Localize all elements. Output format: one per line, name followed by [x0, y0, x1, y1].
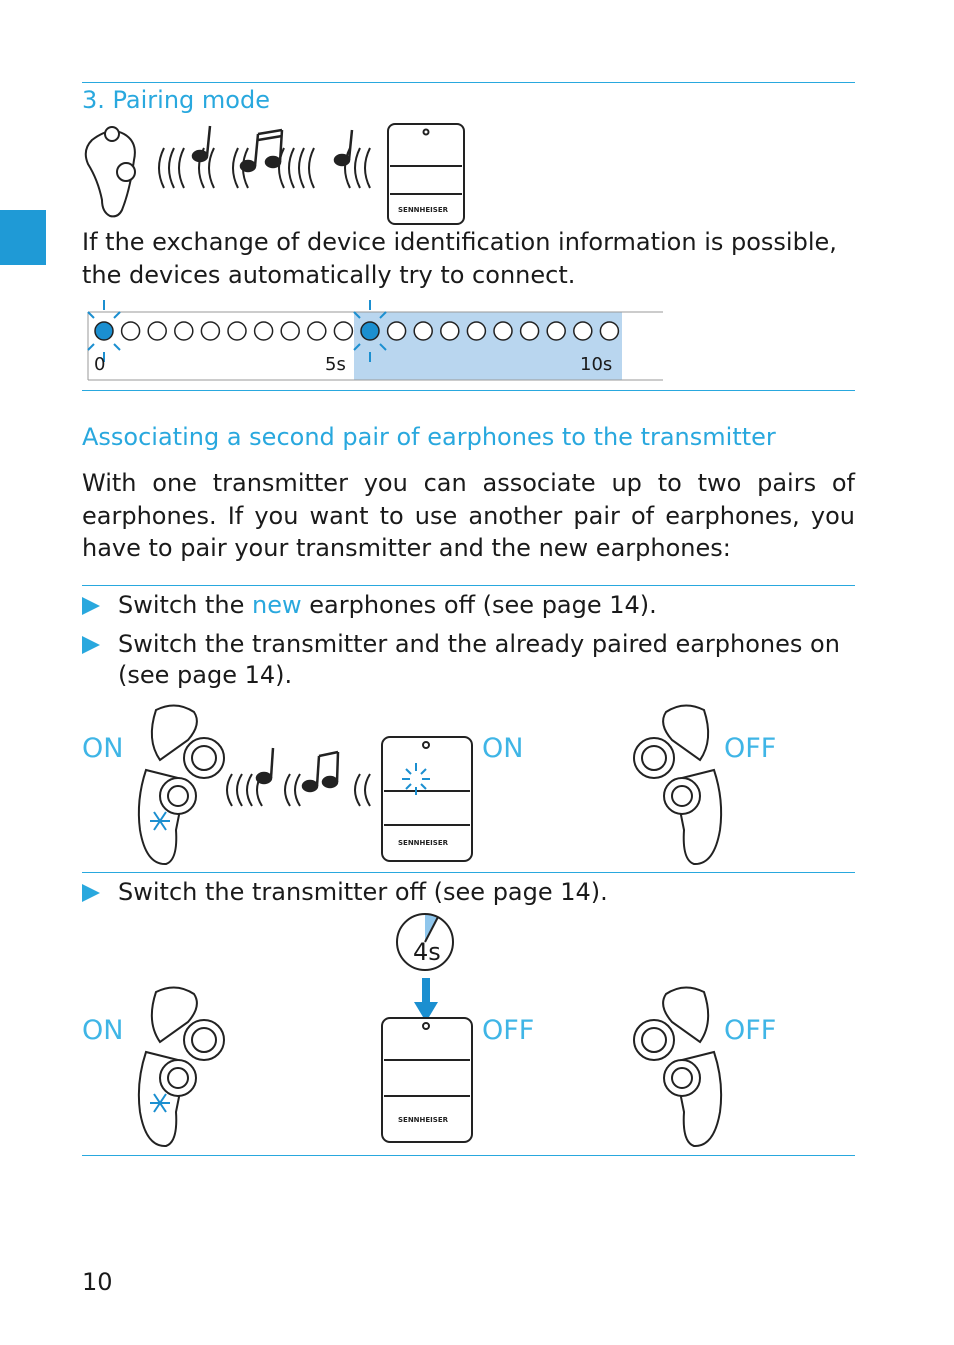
led-off	[253, 321, 274, 341]
row2-middle-label: OFF	[482, 1015, 535, 1046]
bullet-arrow-icon	[82, 884, 100, 902]
led-off	[200, 321, 221, 341]
step1-post: earphones off (see page 14).	[301, 591, 657, 619]
led-off	[120, 321, 141, 341]
led-off	[333, 321, 354, 341]
association-heading: Associating a second pair of earphones t…	[82, 423, 776, 451]
led-off	[599, 321, 620, 341]
step3-rule	[82, 872, 855, 873]
tick-0: 0	[94, 354, 106, 375]
timer-label: 4s	[413, 938, 441, 966]
brand-text: SENNHEISER	[398, 1116, 449, 1124]
row1-right-label: OFF	[724, 733, 777, 764]
led-off	[307, 321, 327, 341]
led-off	[174, 321, 194, 341]
step1-pre: Switch the	[118, 591, 252, 619]
tick-5s: 5s	[325, 354, 346, 375]
led-off	[386, 321, 407, 341]
new-earphones-off-icon	[633, 704, 723, 866]
led-off	[147, 321, 167, 341]
timer-icon	[396, 913, 454, 1022]
led-off	[573, 321, 593, 341]
step1-highlight: new	[252, 591, 302, 619]
step-2: Switch the transmitter and the already p…	[82, 629, 855, 691]
row2-left-label: ON	[82, 1015, 124, 1046]
led-off	[493, 321, 513, 341]
led-off	[280, 321, 300, 341]
step-1: Switch the new earphones off (see page 1…	[82, 590, 855, 621]
section-heading: 3. Pairing mode	[82, 86, 270, 114]
top-rule	[82, 82, 855, 83]
led-lit	[360, 321, 380, 341]
paired-earphones-icon	[137, 704, 225, 866]
bullet-arrow-icon	[82, 597, 100, 615]
step2-line2: (see page 14).	[118, 661, 293, 689]
brand-text: SENNHEISER	[398, 839, 449, 847]
section-rule	[82, 390, 855, 391]
page-number: 10	[82, 1268, 113, 1296]
new-earphones-off-icon-2	[633, 986, 723, 1148]
transmitter-on-icon: SENNHEISER	[381, 736, 473, 862]
tick-10s: 10s	[580, 354, 613, 375]
led-timeline	[87, 300, 663, 381]
led-off	[413, 321, 433, 341]
bullet-arrow-icon	[82, 636, 100, 654]
led-off	[227, 321, 247, 341]
led-off	[466, 321, 487, 341]
step3-text: Switch the transmitter off (see page 14)…	[118, 878, 608, 906]
row2-right-label: OFF	[724, 1015, 777, 1046]
section-text: If the exchange of device identification…	[82, 228, 837, 289]
pairing-illustration: SENNHEISER	[84, 123, 465, 225]
step2-line1: Switch the transmitter and the already p…	[118, 630, 840, 658]
led-off	[546, 321, 566, 341]
bottom-rule	[82, 1155, 855, 1156]
row1-middle-label: ON	[482, 733, 524, 764]
led-off	[519, 321, 540, 341]
association-text: With one transmitter you can associate u…	[82, 469, 855, 562]
steps-rule	[82, 585, 855, 586]
chapter-tab	[0, 210, 46, 265]
led-lit	[94, 321, 114, 341]
transmitter-off-icon: SENNHEISER	[381, 1017, 473, 1143]
step-3: Switch the transmitter off (see page 14)…	[82, 877, 855, 908]
led-off	[440, 321, 460, 341]
transmitter-waves-icon	[226, 747, 371, 807]
row1-left-label: ON	[82, 733, 124, 764]
paired-earphones-icon-2	[137, 986, 225, 1148]
brand-text: SENNHEISER	[398, 206, 449, 214]
